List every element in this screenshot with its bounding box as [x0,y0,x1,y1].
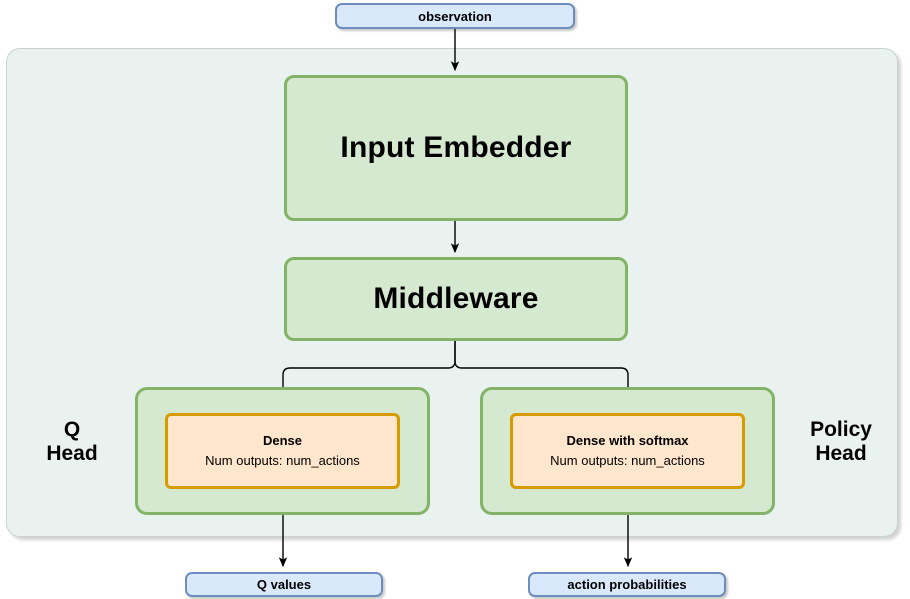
io-label-observation: observation [418,8,492,24]
io-label-action-probabilities: action probabilities [567,577,687,592]
head-label-policy-line2: Head [815,442,867,466]
dense-block-q[interactable]: Dense Num outputs: num_actions [165,413,400,489]
io-label-q-values: Q values [256,577,312,592]
head-label-policy: Policy Head [789,418,893,466]
dense-sub-q: Num outputs: num_actions [205,452,360,468]
head-label-q-line2: Head [46,442,98,466]
module-input-embedder[interactable]: Input Embedder [284,75,628,221]
module-label-input-embedder: Input Embedder [340,131,572,164]
dense-sub-policy: Num outputs: num_actions [550,452,705,468]
head-label-policy-line1: Policy [810,418,872,441]
dense-title-policy: Dense with softmax [566,433,689,449]
module-label-middleware: Middleware [373,282,539,315]
io-box-observation[interactable]: observation [335,3,575,29]
io-box-q-values[interactable]: Q values [185,572,383,597]
head-label-q-line1: Q [63,418,81,441]
module-middleware[interactable]: Middleware [284,257,628,341]
dense-title-q: Dense [262,433,303,449]
dense-block-policy[interactable]: Dense with softmax Num outputs: num_acti… [510,413,745,489]
head-label-q: Q Head [26,418,118,466]
io-box-action-probabilities[interactable]: action probabilities [528,572,726,597]
